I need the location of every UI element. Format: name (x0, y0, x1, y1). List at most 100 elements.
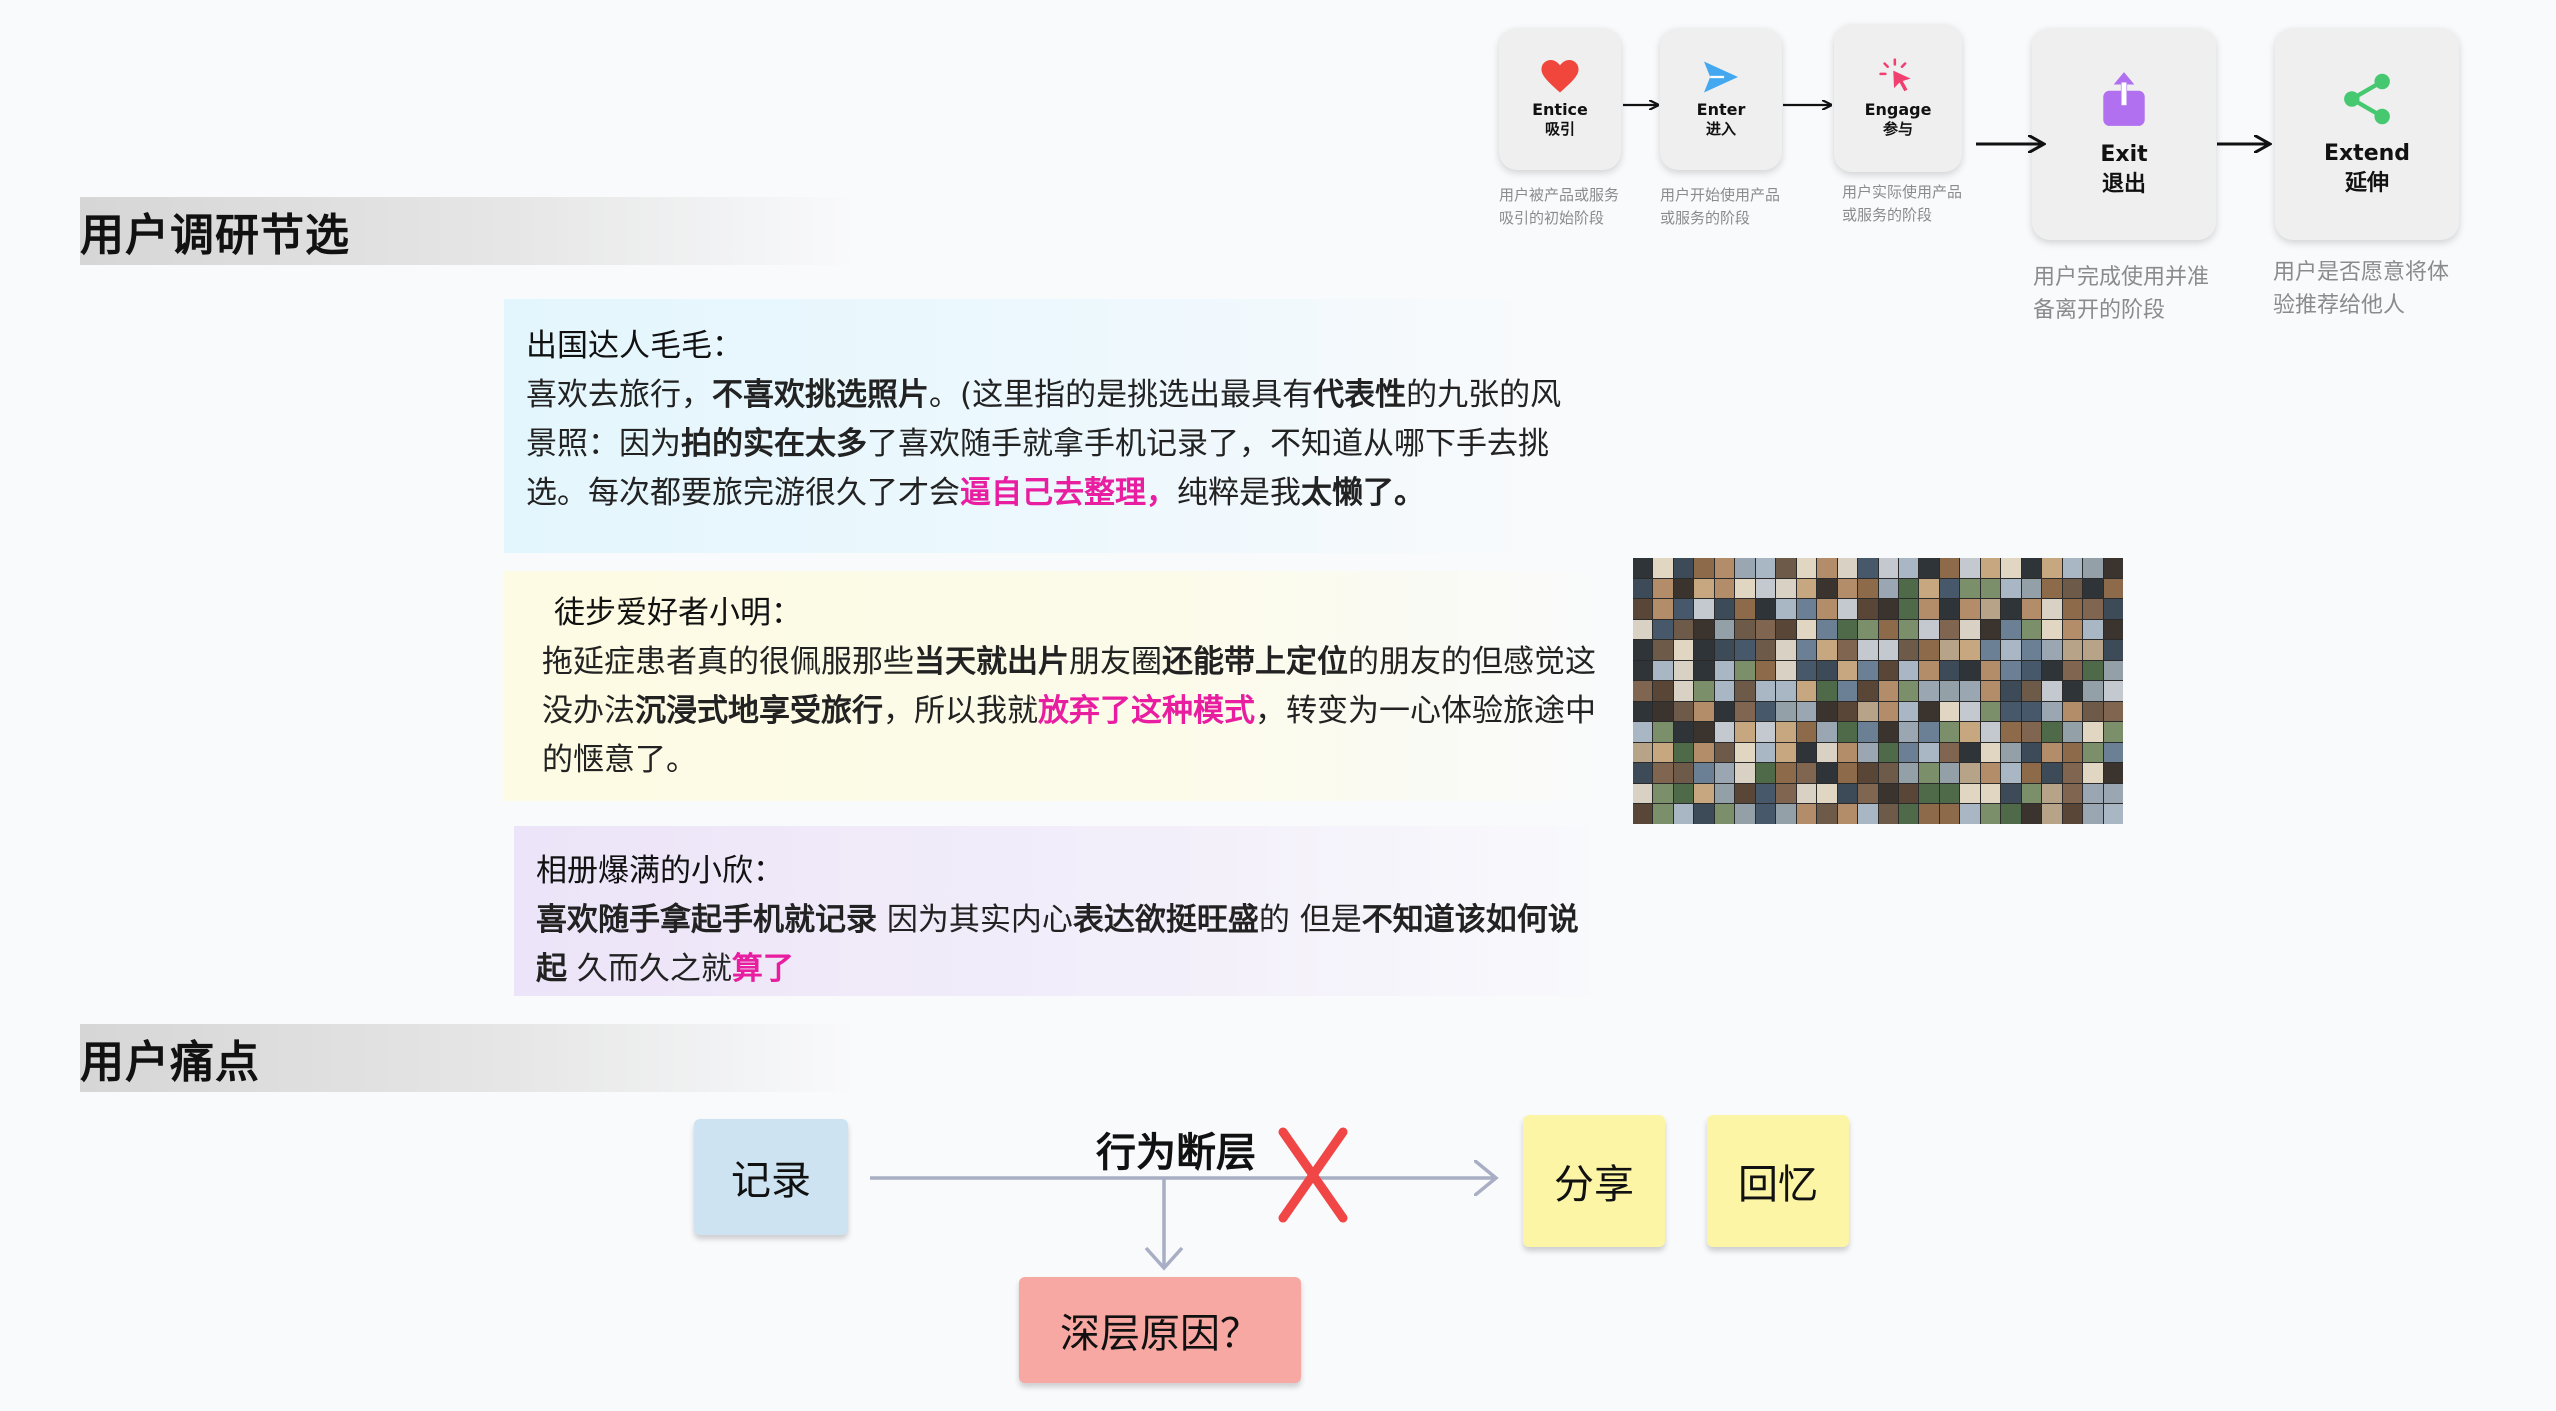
bold-text: 代表性 (1313, 377, 1407, 413)
quote-body: 喜欢随手拿起手机就记录 因为其实内心表达欲挺旺盛的 但是不知道该如何说起 久而久… (536, 896, 1606, 994)
bold-text: 拍的实在太多 (681, 426, 867, 462)
photo-thumbnail (1694, 619, 1714, 640)
photo-thumbnail (1837, 599, 1858, 619)
photo-thumbnail (2042, 558, 2062, 578)
stage-desc-line: 用户完成使用并准 (2033, 265, 2210, 290)
photo-thumbnail (1858, 763, 1878, 783)
bold-text: 不知道该如何说起 (536, 902, 1579, 987)
photo-thumbnail (2001, 599, 2021, 619)
photo-thumbnail (1714, 804, 1735, 824)
quote-text: 纯粹是我 (1177, 475, 1301, 511)
photo-thumbnail (1837, 681, 1858, 701)
photo-thumbnail (1796, 660, 1817, 681)
photo-thumbnail (1776, 722, 1796, 742)
photo-thumbnail (1898, 783, 1919, 804)
photo-thumbnail (2083, 701, 2103, 722)
photo-thumbnail (2001, 701, 2021, 722)
photo-thumbnail (2062, 804, 2083, 824)
photo-mosaic-image (1633, 558, 2123, 824)
photo-thumbnail (1817, 722, 1837, 742)
photo-thumbnail (1980, 763, 2001, 783)
photo-thumbnail (1694, 701, 1714, 722)
photo-thumbnail (1837, 763, 1858, 783)
photo-thumbnail (1919, 783, 1939, 804)
photo-thumbnail (2001, 804, 2021, 824)
photo-thumbnail (2103, 578, 2123, 599)
photo-thumbnail (2042, 763, 2062, 783)
photo-thumbnail (1796, 558, 1817, 578)
stage-desc-extend: 用户是否愿意将体 验推荐给他人 (2273, 256, 2449, 322)
photo-thumbnail (1878, 804, 1898, 824)
photo-thumbnail (1898, 701, 1919, 722)
photo-thumbnail (1939, 619, 1960, 640)
photo-thumbnail (1755, 619, 1776, 640)
photo-thumbnail (1633, 578, 1653, 599)
photo-thumbnail (1858, 722, 1878, 742)
photo-thumbnail (1939, 804, 1960, 824)
photo-thumbnail (1817, 701, 1837, 722)
photo-thumbnail (1755, 742, 1776, 763)
photo-thumbnail (1837, 558, 1858, 578)
section-header-pain: 用户痛点 (80, 1024, 860, 1092)
photo-thumbnail (1817, 660, 1837, 681)
photo-thumbnail (2042, 783, 2062, 804)
photo-thumbnail (1817, 558, 1837, 578)
photo-thumbnail (1653, 763, 1673, 783)
photo-thumbnail (1919, 640, 1939, 660)
photo-thumbnail (1796, 619, 1817, 640)
photo-thumbnail (1714, 742, 1735, 763)
photo-thumbnail (1633, 701, 1653, 722)
photo-thumbnail (2083, 660, 2103, 681)
photo-thumbnail (1653, 722, 1673, 742)
cursor-click-icon (1879, 58, 1911, 92)
photo-thumbnail (1817, 783, 1837, 804)
photo-thumbnail (2021, 783, 2042, 804)
photo-thumbnail (1939, 578, 1960, 599)
photo-thumbnail (1633, 558, 1653, 578)
photo-thumbnail (1755, 804, 1776, 824)
photo-thumbnail (1755, 763, 1776, 783)
quote-text: 。(这里指的是挑选出最具有 (929, 377, 1314, 413)
photo-thumbnail (2021, 742, 2042, 763)
photo-thumbnail (2083, 742, 2103, 763)
photo-thumbnail (1980, 558, 2001, 578)
quote-text: 久而久之就 (567, 951, 732, 987)
photo-thumbnail (2083, 619, 2103, 640)
photo-thumbnail (1673, 742, 1694, 763)
photo-thumbnail (2021, 804, 2042, 824)
photo-thumbnail (1837, 783, 1858, 804)
photo-thumbnail (2021, 681, 2042, 701)
stage-en-label: Engage (1864, 100, 1932, 120)
photo-thumbnail (2083, 681, 2103, 701)
photo-thumbnail (1633, 640, 1653, 660)
photo-thumbnail (2103, 742, 2123, 763)
photo-thumbnail (1919, 722, 1939, 742)
photo-thumbnail (1960, 681, 1980, 701)
quote-body: 拖延症患者真的很佩服那些当天就出片朋友圈还能带上定位的朋友的但感觉这没办法沉浸式… (542, 638, 1612, 785)
pain-connectors (870, 1127, 2556, 1271)
photo-thumbnail (1898, 681, 1919, 701)
photo-thumbnail (1837, 660, 1858, 681)
photo-thumbnail (1633, 783, 1653, 804)
photo-thumbnail (1898, 660, 1919, 681)
highlight-text: 逼自己去整理， (960, 475, 1177, 511)
photo-thumbnail (1817, 599, 1837, 619)
photo-thumbnail (1960, 701, 1980, 722)
photo-thumbnail (2062, 599, 2083, 619)
photo-thumbnail (1735, 599, 1755, 619)
photo-thumbnail (1776, 640, 1796, 660)
photo-thumbnail (1796, 783, 1817, 804)
photo-thumbnail (1837, 619, 1858, 640)
photo-thumbnail (1735, 681, 1755, 701)
quote-author: 相册爆满的小欣： (536, 853, 784, 889)
photo-thumbnail (1673, 681, 1694, 701)
stage-desc-line: 用户被产品或服务 (1499, 186, 1620, 204)
photo-thumbnail (2103, 619, 2123, 640)
photo-thumbnail (1714, 783, 1735, 804)
photo-thumbnail (1960, 722, 1980, 742)
photo-thumbnail (1653, 640, 1673, 660)
photo-thumbnail (2042, 640, 2062, 660)
photo-thumbnail (2103, 681, 2123, 701)
photo-thumbnail (1858, 640, 1878, 660)
photo-thumbnail (1960, 742, 1980, 763)
